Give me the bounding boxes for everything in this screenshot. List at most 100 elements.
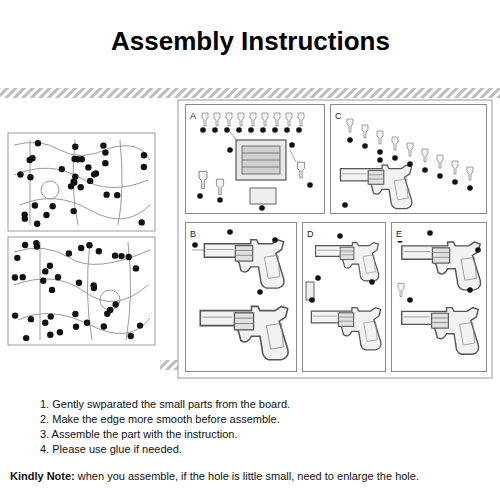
callout-dot xyxy=(40,278,46,284)
callout-dot xyxy=(272,127,278,133)
note-heading: Kindly Note: xyxy=(10,470,75,482)
callout-dot xyxy=(12,312,18,318)
instruction-step: 4. Please use glue if needed. xyxy=(40,443,182,455)
callout-dot xyxy=(42,320,48,326)
callout-dot xyxy=(72,144,78,150)
callout-dots xyxy=(192,127,481,303)
step-panel: C xyxy=(330,104,487,214)
callout-dot xyxy=(78,245,84,251)
step-art xyxy=(306,243,381,350)
callout-dot xyxy=(114,192,120,198)
callout-dot xyxy=(315,275,321,281)
callout-dot xyxy=(475,247,481,253)
callout-dot xyxy=(34,221,40,227)
callout-dot xyxy=(85,164,91,170)
callout-dot xyxy=(59,166,65,172)
step-letter: C xyxy=(331,109,346,123)
step-art xyxy=(340,119,473,209)
callout-dot xyxy=(192,242,198,248)
callout-dot xyxy=(49,203,55,209)
callout-dot xyxy=(14,255,20,261)
callout-dot xyxy=(107,307,113,313)
callout-dot xyxy=(93,170,99,176)
callout-dot xyxy=(70,208,76,214)
callout-dot xyxy=(96,248,102,254)
callout-dot xyxy=(128,333,134,339)
callout-dot xyxy=(22,242,28,248)
callout-dot xyxy=(342,202,348,208)
callout-dot xyxy=(248,127,254,133)
callout-dot xyxy=(20,274,26,280)
instruction-step: 3. Assemble the part with the instructio… xyxy=(40,428,238,440)
callout-dot xyxy=(407,161,413,167)
note-text: when you assemble, if the hole is little… xyxy=(78,470,419,482)
callout-dot xyxy=(224,127,230,133)
callout-dot xyxy=(309,297,315,303)
callout-dot xyxy=(125,254,131,260)
callout-dot xyxy=(467,185,473,191)
callout-dot xyxy=(75,156,81,162)
callout-dot xyxy=(236,127,242,133)
callout-dot xyxy=(422,167,428,173)
callout-dot xyxy=(23,335,29,341)
instruction-frame xyxy=(178,100,492,378)
callout-dot xyxy=(289,142,295,148)
callout-dot xyxy=(284,127,290,133)
step-letter: B xyxy=(186,227,200,241)
callout-dot xyxy=(392,155,398,161)
step-panel: A xyxy=(185,104,325,214)
callout-dot xyxy=(227,147,233,153)
callout-dot xyxy=(337,233,343,239)
callout-dot xyxy=(91,285,97,291)
callout-dot xyxy=(84,320,90,326)
step-art xyxy=(199,113,305,204)
callout-dot xyxy=(55,274,61,280)
instruction-step: 1. Gently swparated the small parts from… xyxy=(40,398,290,410)
callout-dot xyxy=(259,205,265,211)
callout-dot xyxy=(467,287,473,293)
callout-dot xyxy=(32,202,38,208)
callout-dot xyxy=(48,313,54,319)
step-letter: D xyxy=(303,227,318,241)
callout-dots xyxy=(12,140,147,341)
callout-dot xyxy=(66,250,72,256)
callout-dot xyxy=(72,311,78,317)
callout-dot xyxy=(22,215,28,221)
callout-dot xyxy=(307,182,313,188)
callout-dot xyxy=(73,324,79,330)
callout-dot xyxy=(272,237,278,243)
callout-dot xyxy=(86,242,92,248)
callout-dot xyxy=(57,329,63,335)
callout-dot xyxy=(452,179,458,185)
instruction-step: 2. Make the edge more smooth before asse… xyxy=(40,413,280,425)
callout-dot xyxy=(112,301,118,307)
callout-dot xyxy=(141,152,147,158)
note-line: Kindly Note:when you assemble, if the ho… xyxy=(10,470,496,482)
callout-dot xyxy=(200,127,206,133)
callout-dot xyxy=(17,171,23,177)
callout-dot xyxy=(427,230,433,236)
striped-band xyxy=(0,88,500,98)
callout-dot xyxy=(77,184,83,190)
parts-board xyxy=(8,133,155,345)
callout-dot xyxy=(212,127,218,133)
callout-dot xyxy=(407,297,413,303)
callout-dot xyxy=(35,140,41,146)
callout-dot xyxy=(137,322,143,328)
callout-dot xyxy=(100,142,106,148)
step-art xyxy=(192,240,288,360)
callout-dot xyxy=(42,268,48,274)
callout-dot xyxy=(101,323,107,329)
step-panel: E xyxy=(391,222,487,372)
callout-dot xyxy=(12,274,18,280)
callout-dot xyxy=(377,157,383,163)
callout-dot xyxy=(76,280,82,286)
callout-dot xyxy=(27,174,33,180)
callout-dot xyxy=(28,316,34,322)
callout-dot xyxy=(437,173,443,179)
callout-dot xyxy=(227,229,233,235)
callout-dot xyxy=(257,289,263,295)
callout-dot xyxy=(87,178,93,184)
